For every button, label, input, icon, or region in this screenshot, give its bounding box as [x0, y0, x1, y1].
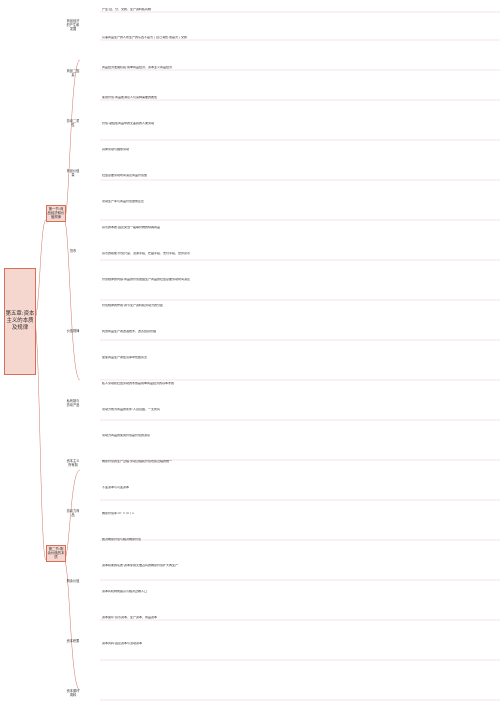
row-25: 资本周转:固定资本与流动资本 [102, 642, 143, 645]
row-4: 使用价值:商品能满足人们某种需要的属性 [102, 96, 158, 99]
row-20: 剩余价值率:m' = m / v [102, 512, 134, 515]
section-1: 商品经济的产生和发展 [66, 19, 80, 31]
chapter-2-title: 第二节:剩余价值的本质 [47, 547, 65, 560]
section-12: 资本循环周转 [66, 689, 80, 697]
row-23: 资本有机构成提高与相对过剩人口 [102, 590, 148, 593]
row-19: 不变资本与可变资本 [102, 486, 130, 489]
row-7: 社会必要劳动时间决定商品价值量 [102, 174, 148, 177]
row-9: 货币的本质:固定充当一般等价物的特殊商品 [102, 226, 161, 229]
section-3: 劳动二重性 [66, 119, 80, 127]
row-2: 从事商品生产的人所生产的东西不是为了自己消费,而是为了交换 [102, 36, 187, 39]
row-3: 商品经济发展阶段:简单商品经济、资本主义商品经济 [102, 66, 173, 69]
section-7: 私有制与劳动产品 [66, 399, 80, 407]
row-15: 私人劳动和社会劳动的矛盾是简单商品经济的基本矛盾 [102, 382, 175, 385]
section-4: 商品价值量 [66, 169, 80, 177]
root-title: 第五章:资本主义的本质及规律 [5, 311, 35, 331]
row-14: 促使商品生产者在竞争中优胜劣汰 [102, 356, 148, 359]
section-6: 价值规律 [66, 329, 80, 333]
section-11: 资本积累 [66, 639, 80, 643]
chapter-1-title: 第一节:商品经济和价值规律 [47, 207, 65, 220]
row-22: 资本积累的实质:资本家用无偿占有的剩余价值扩大再生产 [102, 564, 179, 567]
row-1: 产生:自、分、交换、生产资料私有制 [102, 8, 152, 11]
row-18: 剩余价值的生产过程:劳动过程和价值增殖过程的统一 [102, 460, 173, 463]
row-6: 具体劳动与抽象劳动 [102, 148, 130, 151]
row-11: 价值规律的内容:商品的价值量由生产商品的社会必要劳动时间决定 [102, 278, 191, 281]
root-topic: 第五章:资本主义的本质及规律 [4, 268, 36, 375]
chapter-2: 第二节:剩余价值的本质 [46, 545, 66, 562]
section-8: 资本主义所有制 [66, 459, 80, 467]
row-16: 劳动力成为商品的条件:人身自由、一无所有 [102, 408, 161, 411]
row-5: 价值:凝结在商品中的无差别的人类劳动 [102, 122, 155, 125]
section-9: 劳动力商品 [66, 509, 80, 517]
row-17: 劳动力商品的使用价值是价值的源泉 [102, 434, 151, 437]
row-8: 劳动生产率与商品价值量成反比 [102, 200, 145, 203]
row-21: 绝对剩余价值与相对剩余价值 [102, 538, 142, 541]
section-5: 货币 [69, 249, 77, 253]
section-10: 剩余价值 [66, 579, 80, 583]
row-10: 货币的职能:价值尺度、流通手段、贮藏手段、支付手段、世界货币 [102, 252, 191, 255]
section-2: 商品二因素 [66, 69, 80, 77]
row-12: 价值规律的作用:调节生产资料和劳动力的分配 [102, 304, 164, 307]
row-24: 资本循环:货币资本、生产资本、商品资本 [102, 616, 158, 619]
row-13: 刺激商品生产者改进技术、改善经营管理 [102, 330, 157, 333]
chapter-1: 第一节:商品经济和价值规律 [46, 205, 66, 222]
